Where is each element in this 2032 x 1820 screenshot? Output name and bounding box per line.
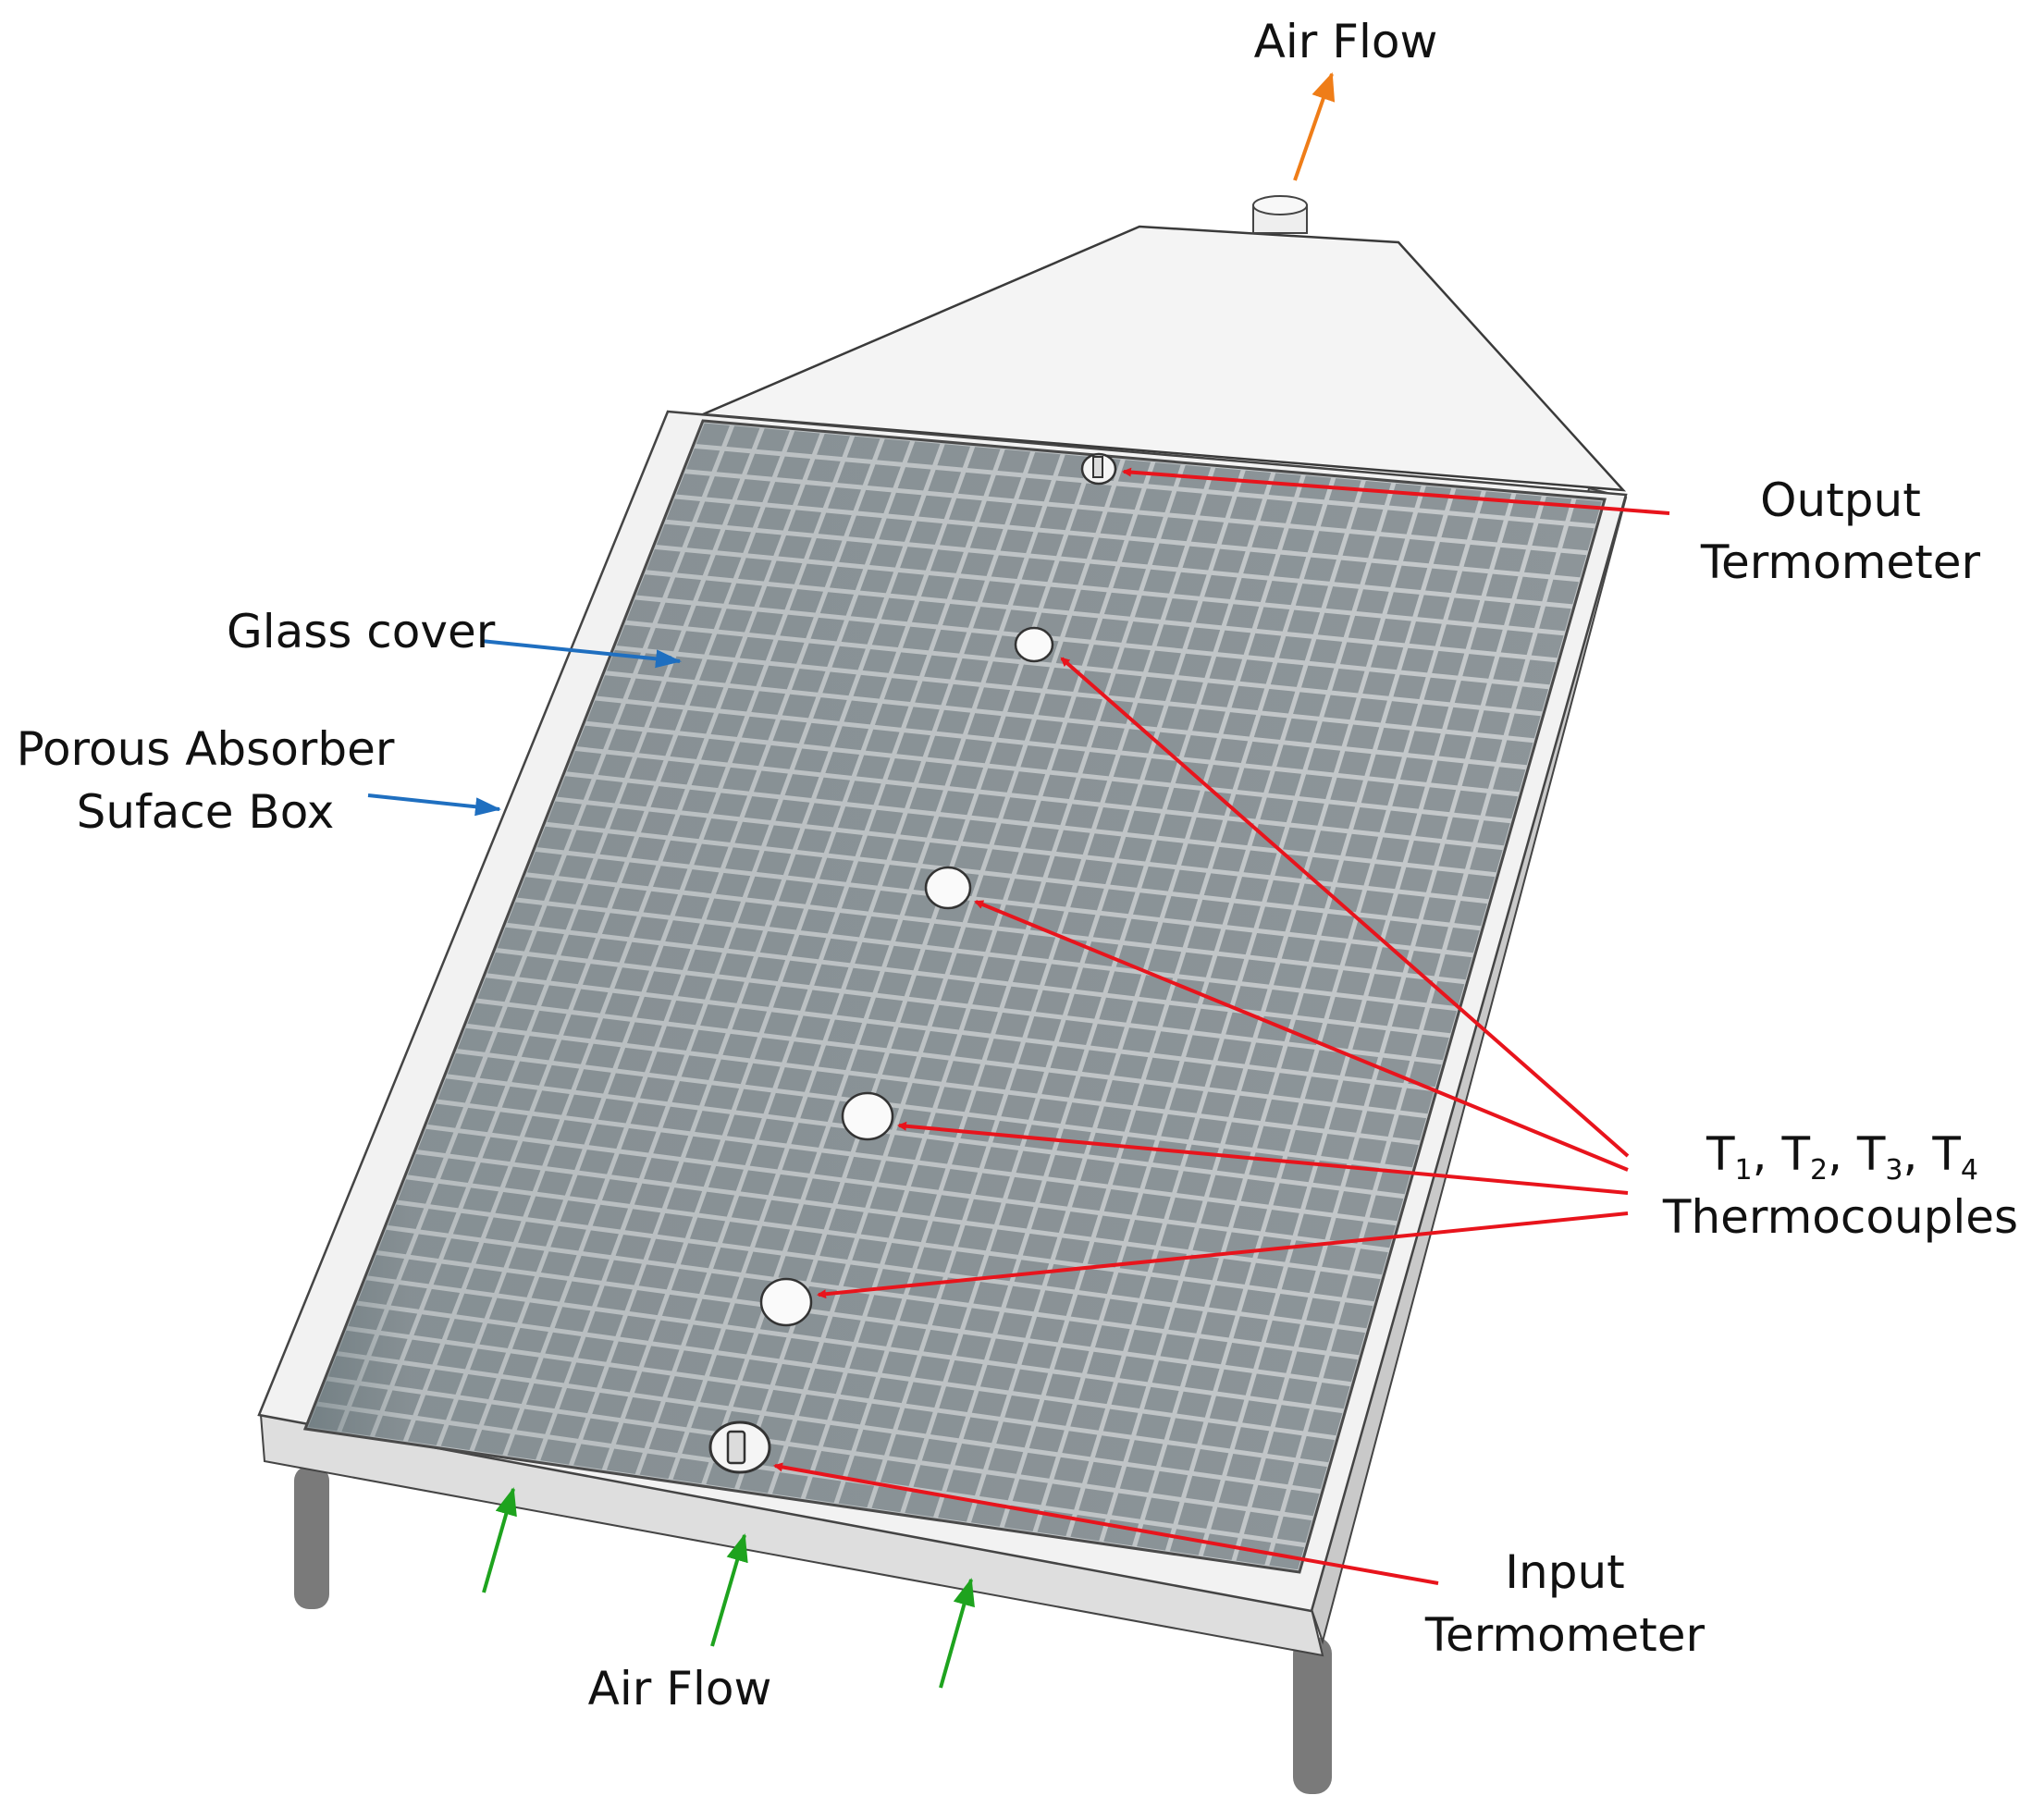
support-legs [294, 1466, 1332, 1794]
output-thermometer [1080, 452, 1117, 486]
thermocouples-label-line2: Thermocouples [1662, 1190, 2018, 1244]
leg-left [294, 1466, 329, 1609]
output-thermometer-label-line1: Output [1760, 473, 1921, 527]
blue-pointer-arrows [367, 639, 682, 817]
air-flow-arrow-1 [482, 1487, 517, 1593]
thermocouple-t1 [1014, 626, 1054, 663]
arrow-output-thermometer [1122, 467, 1670, 515]
output-thermometer-label-line2: Termometer [1700, 535, 1981, 589]
air-flow-arrow-3 [939, 1578, 975, 1689]
air-flow-top-label: Air Flow [1254, 15, 1438, 68]
red-pointer-arrows [773, 467, 1670, 1585]
leg-right [1293, 1637, 1332, 1794]
collector-hood [702, 225, 1627, 492]
outlet-air-flow-arrow [1293, 72, 1336, 181]
inlet-air-flow-arrows [482, 1487, 975, 1689]
absorber-box-label-line2: Suface Box [77, 785, 335, 839]
outlet-pipe [1252, 195, 1308, 234]
air-flow-bottom-label: Air Flow [588, 1662, 772, 1715]
thermocouple-t2 [924, 866, 972, 910]
thermocouples-label-line1: T1, T2, T3, T4 [1706, 1127, 1978, 1187]
input-thermometer-label-line1: Input [1505, 1545, 1624, 1599]
thermocouple-t3 [841, 1091, 894, 1141]
arrow-input-thermometer [773, 1462, 1439, 1585]
arrow-t1 [1060, 657, 1630, 1158]
input-thermometer-label-line2: Termometer [1424, 1608, 1706, 1662]
arrow-t3 [897, 1121, 1629, 1195]
absorber-box-label-line1: Porous Absorber [17, 722, 395, 776]
glass-cover-edge [302, 419, 1607, 1574]
thermocouple-t4 [759, 1277, 813, 1327]
arrow-t4 [817, 1211, 1629, 1299]
arrow-t2 [974, 900, 1629, 1172]
input-thermometer [708, 1420, 771, 1474]
arrow-absorber-box [367, 793, 501, 817]
air-flow-arrow-2 [710, 1533, 748, 1647]
porous-absorber-grid [305, 421, 1605, 1572]
glass-cover-label: Glass cover [227, 605, 496, 658]
arrow-glass-cover [480, 639, 682, 669]
